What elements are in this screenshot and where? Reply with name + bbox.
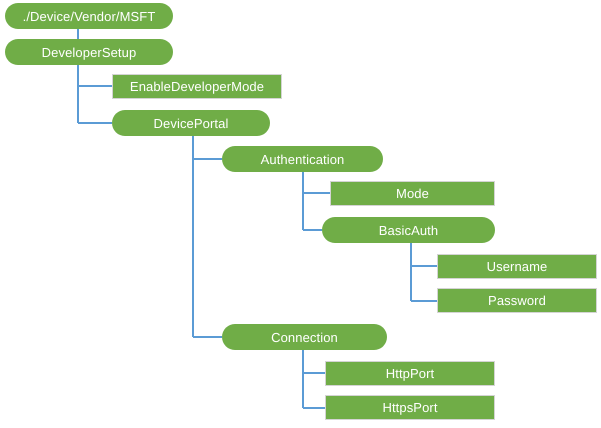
node-username[interactable]: Username [437,254,597,279]
node-password[interactable]: Password [437,288,597,313]
node-deviceportal[interactable]: DevicePortal [112,110,270,136]
node-connection[interactable]: Connection [222,324,387,350]
node-mode[interactable]: Mode [330,181,495,206]
node-basicauth[interactable]: BasicAuth [322,217,495,243]
node-httpsport[interactable]: HttpsPort [325,395,495,420]
node-root[interactable]: ./Device/Vendor/MSFT [5,3,173,29]
node-authentication[interactable]: Authentication [222,146,383,172]
node-enabledevelopermode[interactable]: EnableDeveloperMode [112,74,282,99]
node-developersetup[interactable]: DeveloperSetup [5,39,173,65]
node-httpport[interactable]: HttpPort [325,361,495,386]
